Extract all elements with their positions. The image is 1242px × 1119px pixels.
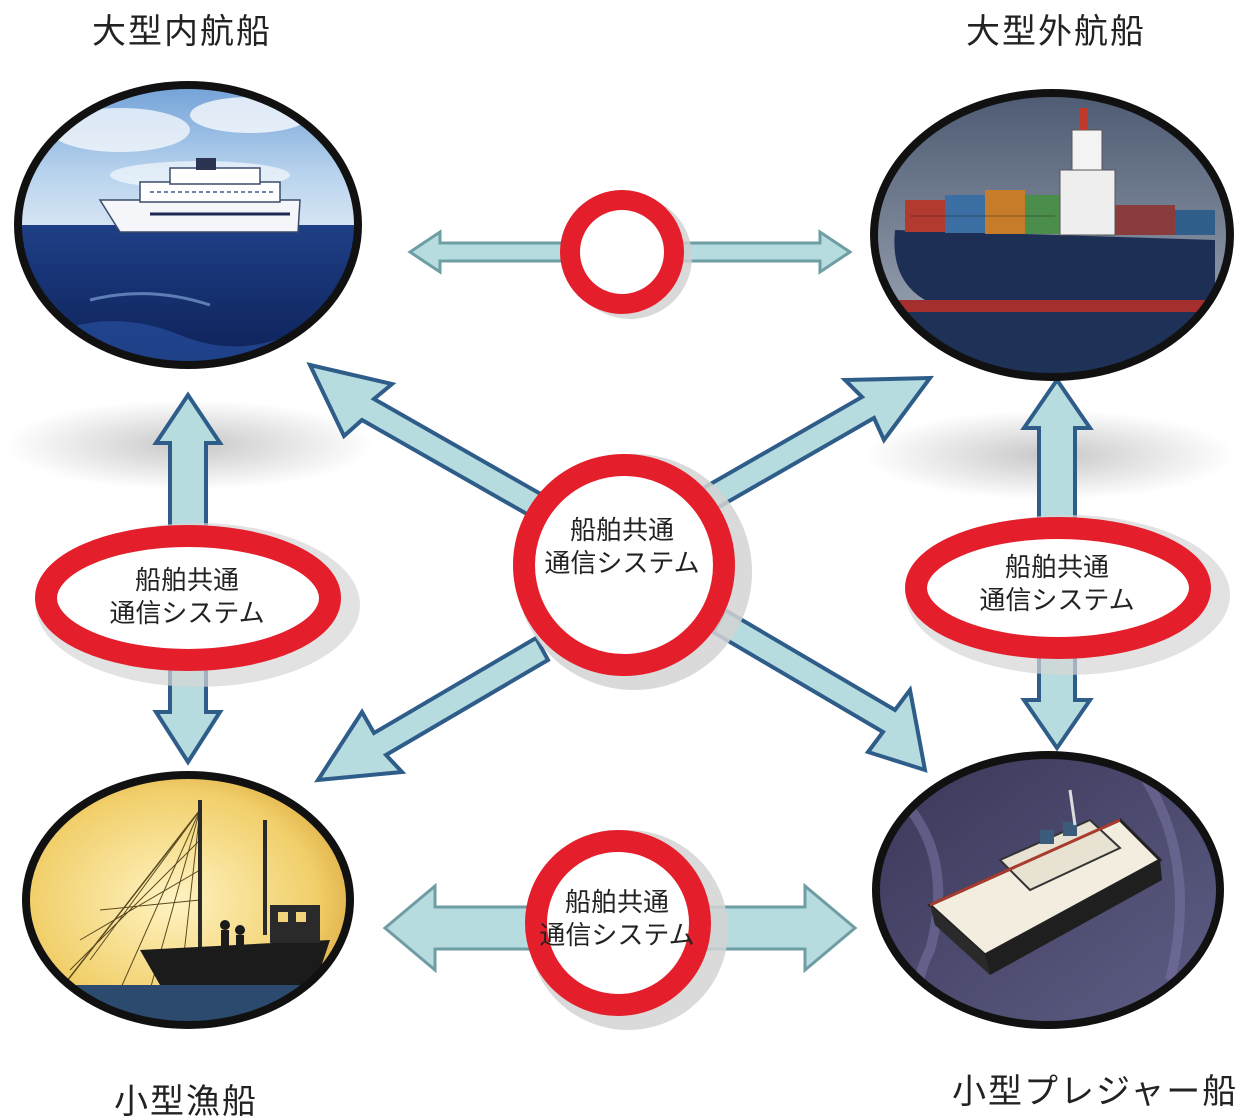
hub-left-ring [35, 525, 341, 671]
hub-right-line2: 通信システム [979, 585, 1135, 616]
hub-center-line1: 船舶共通 [569, 516, 674, 546]
hub-top-ring [560, 190, 684, 314]
hub-right-line1: 船舶共通 [1004, 553, 1109, 583]
hub-bottom-line1: 船舶共通 [564, 888, 669, 918]
hub-left-line2: 通信システム [109, 598, 265, 629]
hub-right-text: 船舶共通 通信システム [962, 552, 1152, 617]
hub-bottom-text: 船舶共通 通信システム [522, 887, 712, 952]
cruise-ship-image [14, 81, 362, 369]
arrow-diagonal-bottom-right [710, 607, 928, 773]
hub-bottom-line2: 通信システム [539, 920, 695, 951]
pleasure-boat-ring [872, 751, 1224, 1029]
hub-center-text: 船舶共通 通信システム [522, 515, 722, 580]
pleasure-boat-image [872, 751, 1224, 1029]
label-small-pleasure-boat: 小型プレジャー船 [952, 1072, 1239, 1112]
label-small-fishing-boat: 小型漁船 [114, 1082, 258, 1119]
hub-left-text: 船舶共通 通信システム [92, 565, 282, 630]
hub-bottom-ring [525, 830, 711, 1016]
arrow-diagonal-bottom-left [314, 635, 551, 783]
container-ship-ring [870, 89, 1234, 381]
cruise-ship-ring [14, 81, 362, 369]
fishing-boat-image [22, 771, 354, 1029]
hub-center-line2: 通信システム [544, 548, 700, 579]
label-large-domestic-ship: 大型内航船 [92, 12, 272, 52]
label-large-ocean-ship: 大型外航船 [966, 12, 1146, 52]
fishing-boat-ring [22, 771, 354, 1029]
hub-left-line1: 船舶共通 [134, 566, 239, 596]
container-ship-image [870, 89, 1234, 381]
hub-right-ring [905, 517, 1211, 659]
hub-center-ring [513, 454, 735, 676]
